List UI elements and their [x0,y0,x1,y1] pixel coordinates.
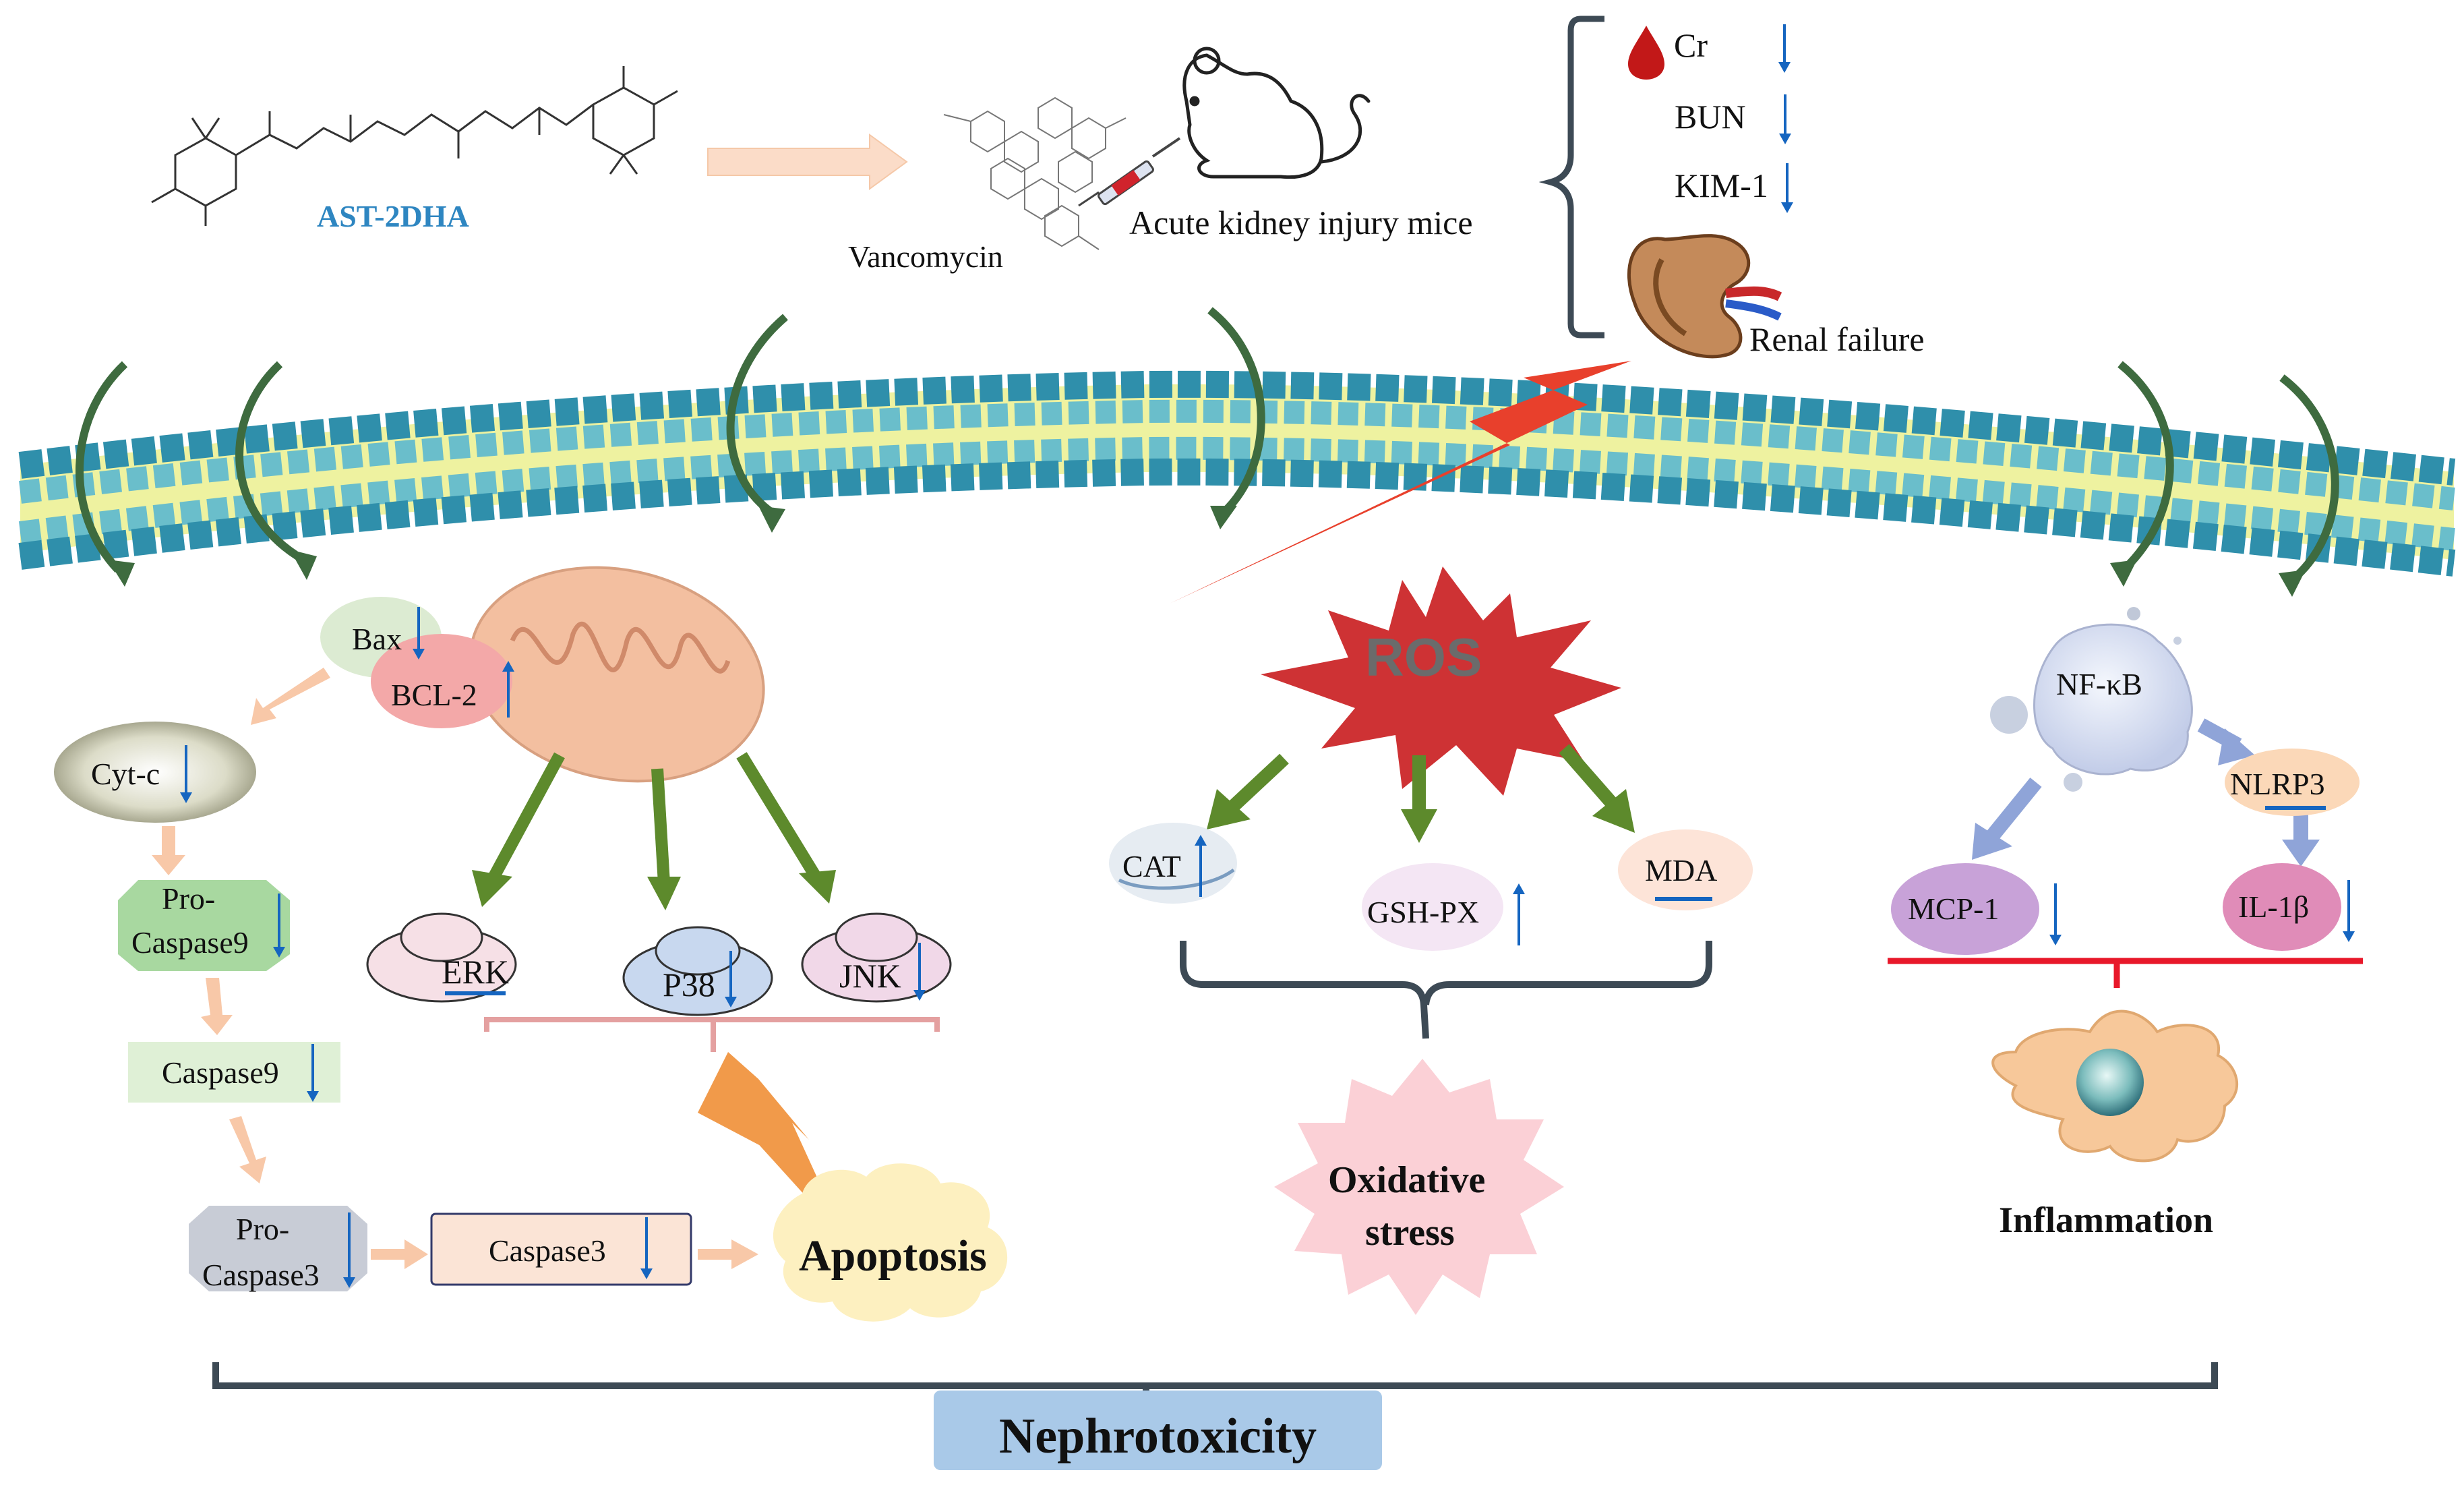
nlrp3-node [2225,749,2360,816]
mcp1-node [1891,863,2039,955]
kidney-icon [1627,234,1782,359]
erk-label: ERK [442,953,509,991]
model-label: Acute kidney injury mice [1129,204,1473,241]
gshpx-node [1362,863,1503,951]
lightning-bolt [1170,361,1631,604]
casp9-down-arrow-icon [307,1044,319,1102]
p38-label: P38 [663,966,715,1003]
gshpx-label: GSH-PX [1367,895,1480,929]
mda-node [1618,829,1753,910]
cytc-label: Cyt-c [91,757,160,791]
procasp9-node [118,880,290,971]
casp9-node [128,1042,340,1103]
bcl2-up-arrow-icon [502,661,514,718]
marker-kim1-down-arrow-icon [1781,163,1793,213]
mcp1-label: MCP-1 [1908,891,2000,926]
membrane-arrowheads [108,506,2306,597]
erk-unchanged-marker [445,991,506,995]
oxidative-bracket [1180,941,1712,1039]
oxidative-label-line2: stress [1365,1212,1455,1254]
vancomycin-structure [943,96,1126,250]
apoptosis-label: Apoptosis [799,1231,987,1281]
nephrotoxicity-bracket [212,1362,2218,1393]
outcome-brace [1538,16,1604,339]
marker-cr-label: Cr [1674,26,1708,64]
bax-label: Bax [352,622,402,656]
blood-drop-icon [1628,26,1664,80]
treatment-arrow [707,134,908,190]
nephrotoxicity-box [934,1391,1382,1470]
mda-unchanged-marker [1655,897,1712,901]
astaxanthin-structure [151,66,678,226]
gshpx-up-arrow-icon [1513,883,1525,945]
oxidative-label-line1: Oxidative [1328,1159,1486,1201]
p38-down-arrow-icon [725,951,737,1007]
cytc-node [54,722,256,823]
inflammation-label: Inflammation [1999,1200,2214,1240]
nfkb-node [2033,623,2193,776]
bcl2-node [371,634,512,728]
bubble-1 [2127,607,2140,620]
membrane-transport-arrows [76,307,2339,583]
casp9-label: Caspase9 [162,1055,279,1090]
procasp3-down-arrow-icon [343,1212,355,1288]
mda-label: MDA [1645,853,1718,887]
ros-burst [1261,566,1621,796]
procasp3-label-line2: Caspase3 [202,1258,320,1292]
erk-node [366,912,517,1003]
procasp3-node [189,1206,367,1291]
macrophage-nucleus [2076,1049,2144,1116]
marker-bun-down-arrow-icon [1779,94,1791,144]
outcome-label: Renal failure [1749,320,1925,358]
cat-label: CAT [1122,849,1181,883]
nlrp3-label: NLRP3 [2230,767,2325,801]
nlrp3-unchanged-marker [2265,806,2326,810]
il1b-node [2223,863,2341,951]
il1b-down-arrow-icon [2343,880,2355,942]
cytc-down-arrow-icon [180,745,192,803]
marker-cr-down-arrow-icon [1778,24,1791,73]
procasp9-down-arrow-icon [273,894,285,958]
apoptosis-cloud [773,1163,1008,1322]
mcp1-down-arrow-icon [2049,883,2062,945]
bubble-2 [1990,696,2028,734]
nfkb-arrowheads [1972,728,2320,867]
oxidative-burst [1274,1059,1564,1315]
mouse-icon [1182,47,1371,179]
ros-arrowheads [1207,789,1635,843]
drug-label: Vancomycin [848,239,1003,274]
jnk-node [801,912,952,1003]
nephrotoxicity-label: Nephrotoxicity [998,1409,1317,1464]
mapk-bracket [484,1017,940,1052]
mapk-arrowheads [472,870,836,910]
apoptosis-flow-arrows [152,668,758,1269]
jnk-down-arrow-icon [913,943,926,1001]
casp3-label: Caspase3 [489,1233,606,1268]
procasp9-label-line2: Caspase9 [131,925,249,960]
bcl2-label: BCL-2 [391,678,477,712]
compound-label: AST-2DHA [317,199,469,233]
marker-kim1-label: KIM-1 [1675,167,1768,204]
bax-down-arrow-icon [413,607,425,660]
ros-label: ROS [1365,627,1482,687]
cat-node-highlight [1118,868,1235,890]
casp3-node [430,1212,692,1286]
syringe-icon [1078,137,1181,207]
ros-arrows [1229,744,1617,813]
procasp3-label-line1: Pro- [236,1212,290,1246]
casp3-down-arrow-icon [640,1217,653,1279]
bubble-3 [2064,773,2082,792]
cell-membrane [18,370,2456,577]
marker-bun-label: BUN [1675,98,1746,136]
jnk-label: JNK [839,957,901,995]
p38-node [622,926,773,1016]
mapk-arrows [487,752,821,884]
procasp9-label-line1: Pro- [162,881,216,916]
il1b-label: IL-1β [2238,889,2310,924]
nfkb-label: NF-κB [2056,667,2142,701]
bubble-4 [2173,637,2182,645]
cat-up-arrow-icon [1195,835,1207,897]
